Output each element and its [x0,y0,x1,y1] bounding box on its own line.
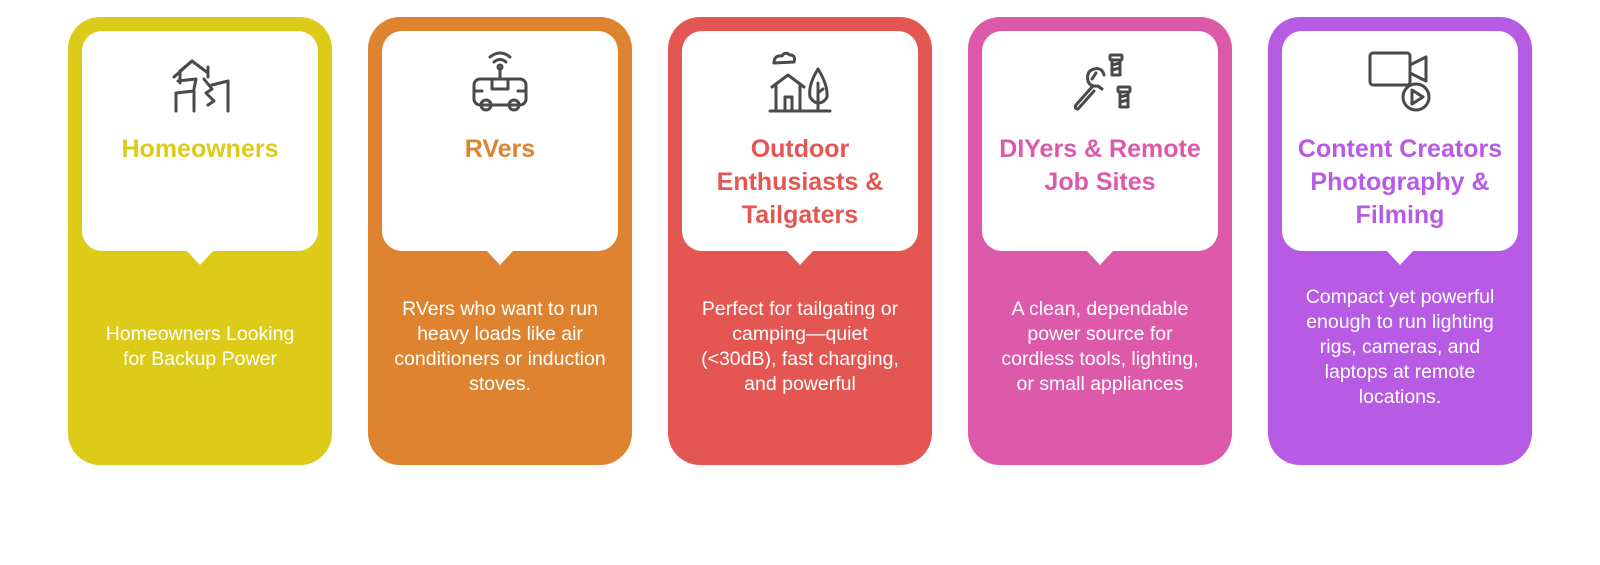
wrench-bolts-icon [1068,49,1132,113]
card-header-panel: Homeowners [82,31,318,265]
card-description: Homeowners Looking for Backup Power [105,323,295,370]
card-pointer [486,250,514,265]
card-title: Outdoor Enthusiasts & Tailgaters [716,135,884,229]
card-description: Compact yet powerful enough to run light… [1305,285,1495,408]
card-header-panel: Content Creators Photography & Filming [1282,31,1518,265]
card-title: RVers [464,135,536,163]
card-content-creators: Content Creators Photography & Filming C… [1268,17,1532,465]
card-description: Perfect for tailgating or camping—quiet … [701,298,899,395]
card-description: RVers who want to run heavy loads like a… [394,298,606,395]
card-header-panel: DIYers & Remote Job Sites [982,31,1218,265]
card-pointer [786,250,814,265]
card-pointer [1086,250,1114,265]
card-header-panel: RVers [382,31,618,265]
card-homeowners: Homeowners Homeowners Looking for Backup… [68,17,332,465]
rv-antenna-icon [468,49,532,113]
card-title: Homeowners [121,135,279,163]
card-outdoor-enthusiasts: Outdoor Enthusiasts & Tailgaters Perfect… [668,17,932,465]
broken-house-icon [168,49,232,113]
card-diyers: DIYers & Remote Job Sites A clean, depen… [968,17,1232,465]
card-pointer [1386,250,1414,265]
card-header-panel: Outdoor Enthusiasts & Tailgaters [682,31,918,265]
card-rvers: RVers RVers who want to run heavy loads … [368,17,632,465]
video-camera-play-icon [1368,49,1432,113]
card-description: A clean, dependable power source for cor… [1001,298,1199,395]
card-title: DIYers & Remote Job Sites [999,135,1201,196]
card-pointer [186,250,214,265]
card-title: Content Creators Photography & Filming [1297,135,1503,229]
house-tree-cloud-icon [768,49,832,113]
